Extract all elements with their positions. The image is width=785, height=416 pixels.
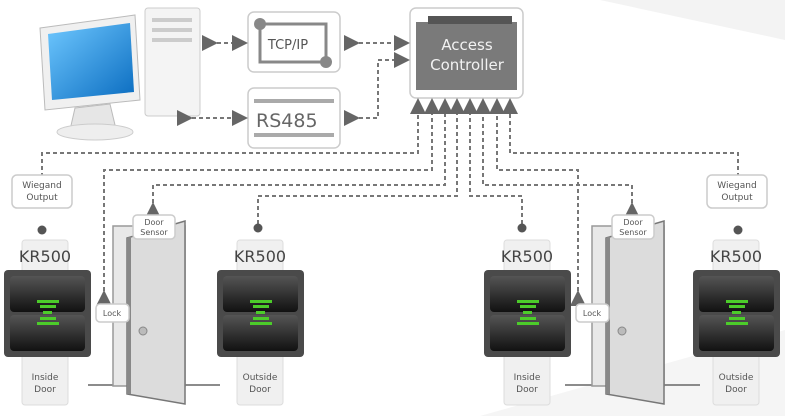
reader-model-label: KR500 (710, 247, 762, 266)
connector-dot (517, 223, 527, 233)
inside-door-line1: Inside (514, 373, 541, 383)
wiegand-label-line1: Wiegand (22, 181, 61, 191)
lock-label: Lock (583, 309, 602, 318)
rs485-label: RS485 (256, 110, 318, 132)
tcp-ip-label: TCP/IP (267, 38, 308, 53)
wiegand-label-line2: Output (721, 193, 753, 203)
rs485-box: RS485 (247, 87, 341, 149)
door-sensor-line1: Door (623, 218, 643, 227)
door-sensor-line1: Door (144, 218, 164, 227)
reader-model-label: KR500 (19, 247, 71, 266)
inside-door-line1: Inside (32, 373, 59, 383)
inside-door-line2: Door (516, 385, 538, 395)
device-wiring (41, 98, 739, 306)
connector-dot (253, 223, 263, 233)
kr500-reader-inside (484, 270, 571, 357)
connector-dot (733, 225, 743, 235)
outside-door-line2: Door (249, 385, 271, 395)
door-sensor-line2: Sensor (140, 228, 168, 237)
kr500-reader-outside (693, 270, 780, 357)
wiegand-label-line2: Output (26, 193, 58, 203)
inside-door-line2: Door (34, 385, 56, 395)
reader-model-label: KR500 (234, 247, 286, 266)
door-sensor-line2: Sensor (619, 228, 647, 237)
connector-dot (37, 225, 47, 235)
kr500-reader-inside (4, 270, 91, 357)
left-door-setup: Wiegand Output KR500 Inside Door Door Se… (4, 174, 304, 406)
outside-door-line2: Door (725, 385, 747, 395)
outside-door-line1: Outside (719, 373, 754, 383)
kr500-reader-outside (217, 270, 304, 357)
lock-label: Lock (103, 309, 122, 318)
wiegand-label-line1: Wiegand (717, 181, 756, 191)
right-door-setup: KR500 Inside Door Door Sensor Lock Wiega… (253, 174, 780, 406)
outside-door-line1: Outside (243, 373, 278, 383)
computer-icon (39, 7, 201, 141)
tcp-ip-box: TCP/IP (247, 11, 341, 73)
reader-model-label: KR500 (501, 247, 553, 266)
background-shape (600, 0, 785, 40)
access-controller: Access Controller (409, 7, 524, 99)
controller-label-line1: Access (441, 36, 493, 54)
controller-label-line2: Controller (430, 56, 505, 74)
